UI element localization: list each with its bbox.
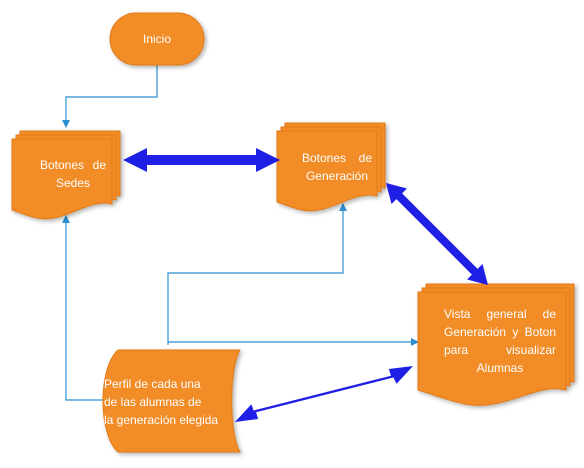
sedes-node <box>11 130 121 220</box>
vista-node <box>417 283 575 406</box>
double-arrow-vista-perfil <box>235 366 413 422</box>
vista-label-line: Generación y Boton <box>444 325 556 339</box>
perfil-node <box>102 349 241 453</box>
vista-label-line: para visualizar <box>444 343 556 357</box>
vista-label: Vista general de Generación y Boton para… <box>444 305 556 377</box>
generacion-label: Botones de Generación <box>302 149 372 185</box>
perfil-label-line: Perfil de cada una <box>104 377 201 391</box>
bidirectional-arrows <box>123 148 488 422</box>
perfil-label: Perfil de cada una de las alumnas de la … <box>104 375 233 429</box>
sedes-label-line: Sedes <box>55 176 91 190</box>
sedes-label: Botones de Sedes <box>40 156 106 192</box>
perfil-label-line: de las alumnas de <box>104 395 202 409</box>
double-arrow-sedes-generacion <box>123 148 280 172</box>
vista-label-line: Alumnas <box>476 361 524 375</box>
inicio-node <box>109 12 205 66</box>
generacion-node <box>276 122 386 212</box>
connectors <box>62 65 419 401</box>
connector-perfil-to-sedes <box>62 215 107 401</box>
generacion-label-line: Generación <box>305 169 369 183</box>
perfil-label-line: la generación elegida <box>104 413 219 427</box>
sedes-label-line: Botones de <box>40 158 106 172</box>
double-arrow-generacion-vista <box>386 183 488 285</box>
connector-inicio-to-sedes <box>62 65 158 128</box>
generacion-label-line: Botones de <box>302 151 372 165</box>
connector-perfil-to-generacion <box>167 203 347 345</box>
inicio-label: Inicio <box>142 32 171 46</box>
vista-label-line: Vista general de <box>444 307 556 321</box>
